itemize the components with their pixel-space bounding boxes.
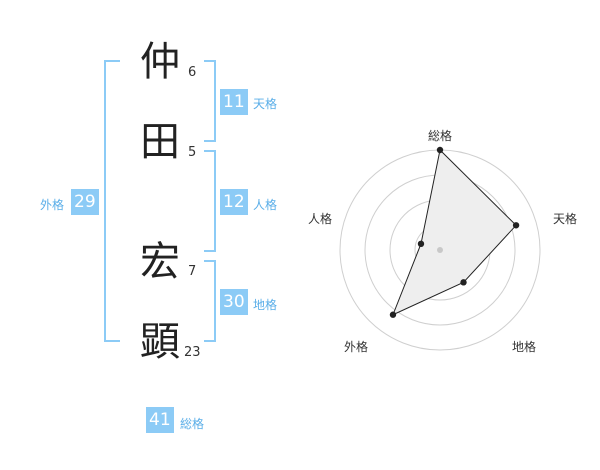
tenkaku-value: 11 <box>220 89 248 115</box>
stroke-count-4: 23 <box>184 345 201 360</box>
name-char-2: 田 <box>140 119 180 165</box>
gaikaku-bracket <box>104 60 120 342</box>
radar-area <box>392 148 517 316</box>
jinkaku-value: 12 <box>220 189 248 215</box>
gaikaku-value: 29 <box>71 189 99 215</box>
tenkaku-label: 天格 <box>253 97 278 111</box>
radar-point-2 <box>512 222 520 229</box>
soukaku-label: 総格 <box>180 417 205 431</box>
radar-point-3 <box>460 279 467 286</box>
stroke-count-2: 5 <box>188 145 197 160</box>
soukaku-value: 41 <box>146 407 174 433</box>
radar-axis-label-2: 天格 <box>553 211 577 226</box>
radar-axis-label-3: 地格 <box>512 339 536 354</box>
jinkaku-label: 人格 <box>253 198 278 212</box>
radar-axis-label-5: 人格 <box>308 211 332 226</box>
radar-axis-label-4: 外格 <box>344 339 368 354</box>
stroke-count-1: 6 <box>188 65 197 80</box>
gaikaku-label: 外格 <box>40 198 65 212</box>
chikaku-value: 30 <box>220 289 248 315</box>
chikaku-label: 地格 <box>253 298 278 312</box>
name-char-1: 仲 <box>140 39 180 85</box>
stroke-count-3: 7 <box>188 264 197 279</box>
radar-point-1 <box>436 146 444 154</box>
tenkaku-bracket <box>204 60 216 142</box>
radar-center-dot <box>437 247 443 253</box>
chikaku-bracket <box>204 260 216 342</box>
radar-point-4 <box>389 311 397 318</box>
radar-axis-label-1: 総格 <box>428 128 452 143</box>
name-char-3: 宏 <box>140 239 180 285</box>
jinkaku-bracket <box>204 150 216 252</box>
radar-point-5 <box>417 240 425 248</box>
name-char-4: 顕 <box>140 319 180 365</box>
